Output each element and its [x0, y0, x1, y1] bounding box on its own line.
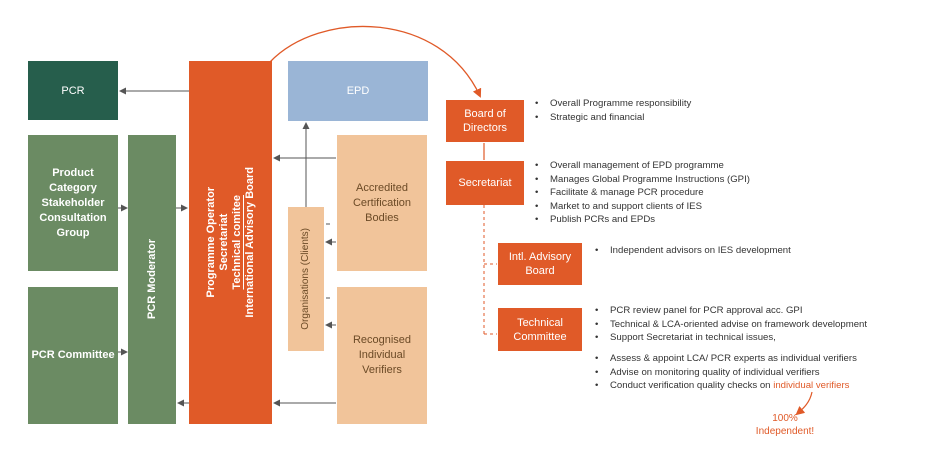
secretariat-bullets: Overall management of EPD programme Mana…	[535, 159, 750, 227]
pcr-label: PCR	[61, 84, 85, 97]
stakeholder-group-label: Product Category Stakeholder Consultatio…	[39, 166, 107, 239]
clients-label: Organisations (Clients)	[300, 228, 311, 330]
secretariat-label: Secretariat	[458, 177, 512, 189]
advisory-bullets: Independent advisors on IES development	[595, 244, 791, 258]
technical-bullet: Technical & LCA-oriented advise on frame…	[595, 318, 867, 332]
technical-bullets-a: PCR review panel for PCR approval acc. G…	[595, 304, 867, 345]
secretariat-bullet: Publish PCRs and EPDs	[535, 213, 750, 227]
technical-committee-box: Technical Committee	[498, 308, 582, 351]
individual-verifiers-label: Recognised Individual Verifiers	[352, 334, 412, 376]
certification-bodies-label: Accredited Certification Bodies	[352, 181, 412, 224]
programme-operator-text: Programme Operator Secretariat Technical…	[205, 167, 257, 318]
pcr-committee-label: PCR Committee	[31, 349, 115, 361]
pcr-moderator-label: PCR Moderator	[146, 239, 158, 320]
individual-verifiers-box: Recognised Individual Verifiers	[337, 287, 427, 424]
operator-line-3: Technical comitee	[230, 195, 243, 290]
individual-verifiers-highlight: individual verifiers	[773, 380, 850, 392]
board-bullet: Strategic and financial	[535, 111, 691, 125]
technical-bullet: Advise on monitoring quality of individu…	[595, 366, 857, 380]
board-of-directors-box: Board of Directors	[446, 100, 524, 142]
advisory-board-box: Intl. Advisory Board	[498, 243, 582, 285]
pcr-committee-box: PCR Committee	[28, 287, 118, 424]
operator-line-4: International Advisory Board	[243, 167, 256, 318]
technical-bullet: PCR review panel for PCR approval acc. G…	[595, 304, 867, 318]
secretariat-bullet: Facilitate & manage PCR procedure	[535, 186, 750, 200]
certification-bodies-box: Accredited Certification Bodies	[337, 135, 427, 271]
advisory-board-label: Intl. Advisory Board	[508, 251, 572, 277]
independent-note: 100% Independent!	[755, 413, 815, 437]
board-of-directors-label: Board of Directors	[462, 108, 507, 134]
pcr-box: PCR	[28, 61, 118, 120]
epd-label: EPD	[346, 85, 370, 97]
stakeholder-group-box: Product Category Stakeholder Consultatio…	[28, 135, 118, 271]
operator-line-1: Programme Operator	[204, 187, 217, 298]
technical-bullets-b: Assess & appoint LCA/ PCR experts as ind…	[595, 352, 857, 393]
secretariat-box: Secretariat	[446, 161, 524, 205]
technical-committee-label: Technical Committee	[513, 316, 567, 343]
technical-bullet-highlight: Conduct verification quality checks on i…	[595, 379, 857, 393]
pcr-moderator-box: PCR Moderator	[128, 135, 176, 424]
clients-box: Organisations (Clients)	[288, 207, 324, 351]
technical-bullet: Assess & appoint LCA/ PCR experts as ind…	[595, 352, 857, 366]
secretariat-bullet: Overall management of EPD programme	[535, 159, 750, 173]
operator-line-2: Secretariat	[217, 214, 230, 271]
technical-bullet-prefix: Conduct verification quality checks on	[610, 380, 774, 392]
secretariat-bullet: Manages Global Programme Instructions (G…	[535, 173, 750, 187]
board-bullet: Overall Programme responsibility	[535, 97, 691, 111]
technical-bullet: Support Secretariat in technical issues,	[595, 331, 867, 345]
board-bullets: Overall Programme responsibility Strateg…	[535, 97, 691, 124]
epd-box: EPD	[288, 61, 428, 121]
programme-operator-box: Programme Operator Secretariat Technical…	[189, 61, 272, 424]
secretariat-bullet: Market to and support clients of IES	[535, 200, 750, 214]
advisory-bullet: Independent advisors on IES development	[595, 244, 791, 258]
